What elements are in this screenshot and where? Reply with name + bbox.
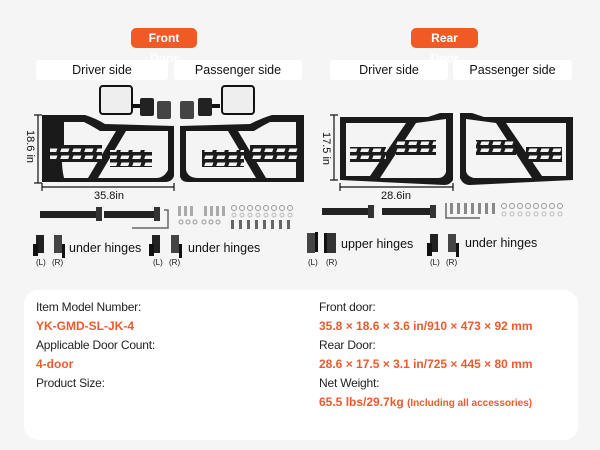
front-under-hinge-left-2-icon: [149, 235, 160, 256]
model-number-label: Item Model Number:: [36, 300, 142, 314]
rear-upper-hinge-left-tag: (L): [308, 258, 318, 267]
rear-under-hinge-right-tag: (R): [446, 258, 458, 267]
front-width-dimension: 35.8in: [94, 190, 124, 202]
rear-upper-hinges-label: upper hinges: [341, 237, 414, 251]
front-door-size-value: 35.8 × 18.6 × 3.6 in/910 × 473 × 92 mm: [319, 319, 533, 333]
rear-door-size-value: 28.6 × 17.5 × 3.1 in/725 × 445 × 80 mm: [319, 357, 533, 371]
rear-under-hinge-left-icon: [427, 234, 438, 256]
net-weight-value: 65.5 lbs/29.7kg: [319, 395, 404, 409]
front-hinge-right-tag-2: (R): [169, 258, 181, 267]
door-count-label: Applicable Door Count:: [36, 338, 156, 352]
front-door-size-label: Front door:: [319, 300, 376, 314]
net-weight-label: Net Weight:: [319, 376, 380, 390]
rear-under-hinges-label: under hinges: [465, 236, 538, 250]
rear-check-straps-icon: [322, 203, 480, 219]
door-count-value: 4-door: [36, 357, 74, 371]
front-hinge-right-tag-1: (R): [52, 258, 64, 267]
front-driver-mirror-icon: [99, 85, 171, 119]
front-hinge-left-tag-2: (L): [153, 258, 163, 267]
front-hardware-icon: [178, 205, 293, 229]
net-weight-row: 65.5 lbs/29.7kg (Including all accessori…: [319, 393, 533, 412]
front-under-hinges-label-2: under hinges: [188, 241, 261, 255]
rear-passenger-door-icon: [460, 113, 573, 185]
front-under-hinge-right-icon: [54, 235, 65, 258]
rear-width-dimension: 28.6in: [381, 190, 411, 202]
rear-driver-side-label: Driver side: [330, 60, 448, 80]
product-illustration: [33, 85, 573, 258]
rear-driver-door-icon: [340, 113, 453, 185]
specs-right-column: Front door: 35.8 × 18.6 × 3.6 in/910 × 4…: [319, 298, 533, 412]
rear-door-size-label: Rear Door:: [319, 338, 376, 352]
front-under-hinges-label-1: under hinges: [69, 241, 142, 255]
front-passenger-side-label: Passenger side: [174, 60, 302, 80]
rear-dimension-lines: [330, 114, 454, 191]
front-check-straps-icon: [40, 207, 169, 229]
front-dimension-lines: [34, 114, 175, 191]
rear-under-hinge-left-tag: (L): [430, 258, 440, 267]
specs-left-column: Item Model Number: YK-GMD-SL-JK-4 Applic…: [36, 298, 155, 393]
front-driver-side-label: Driver side: [36, 60, 168, 80]
product-size-label: Product Size:: [36, 376, 105, 390]
rear-door-badge: Rear Door: [411, 28, 478, 65]
front-passenger-mirror-icon: [180, 85, 255, 119]
rear-passenger-side-label: Passenger side: [453, 60, 572, 80]
rear-upper-hinge-right-tag: (R): [326, 258, 338, 267]
front-passenger-door-icon: [180, 115, 304, 182]
model-number-value: YK-GMD-SL-JK-4: [36, 319, 134, 333]
rear-upper-hinge-left-icon: [307, 232, 318, 253]
front-hinge-left-tag-1: (L): [36, 258, 46, 267]
rear-height-dimension: 17.5 in: [320, 132, 332, 166]
specifications-card: Item Model Number: YK-GMD-SL-JK-4 Applic…: [24, 290, 578, 440]
front-under-hinge-left-icon: [33, 235, 44, 256]
rear-hardware-icon: [450, 203, 563, 217]
rear-under-hinge-right-icon: [448, 234, 459, 257]
net-weight-note: (Including all accessories): [407, 398, 533, 409]
front-driver-door-icon: [42, 115, 174, 182]
front-under-hinge-right-2-icon: [171, 235, 182, 258]
rear-upper-hinge-right-icon: [324, 233, 336, 253]
front-height-dimension: 18.6 in: [24, 130, 36, 164]
